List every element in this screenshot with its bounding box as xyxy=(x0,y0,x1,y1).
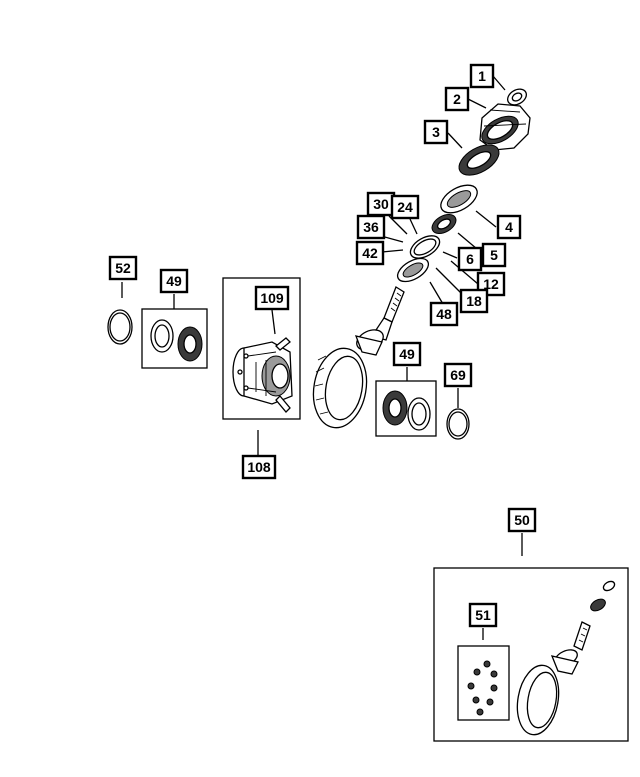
callout-48: 48 xyxy=(429,301,459,327)
callout-2-label: 2 xyxy=(453,91,461,107)
kit-frame-108 xyxy=(222,277,301,420)
callout-18-label: 18 xyxy=(466,293,482,309)
callout-42: 42 xyxy=(355,240,385,266)
callout-5: 5 xyxy=(481,242,507,268)
callout-18: 18 xyxy=(459,288,489,314)
callout-49-right-label: 49 xyxy=(399,346,415,362)
callout-109: 109 xyxy=(254,285,290,311)
callout-48-label: 48 xyxy=(436,306,452,322)
gear-kit-part xyxy=(516,580,616,736)
callout-52: 52 xyxy=(108,255,138,281)
side-bearing-left-part xyxy=(150,319,203,362)
callout-42-label: 42 xyxy=(362,245,378,261)
callout-6-label: 6 xyxy=(466,251,474,267)
side-bearing-right-part xyxy=(382,390,431,431)
callout-109-label: 109 xyxy=(260,290,284,306)
kit-frame-49-right xyxy=(375,380,437,437)
callout-69: 69 xyxy=(443,362,473,388)
callout-4: 4 xyxy=(496,214,522,240)
callout-36: 36 xyxy=(356,214,386,240)
outer-pinion-bearing-part xyxy=(440,184,478,214)
callout-3-label: 3 xyxy=(432,124,440,140)
callout-51-label: 51 xyxy=(475,607,491,623)
ring-gear-bolts-part xyxy=(467,660,498,716)
differential-case-part xyxy=(232,337,293,413)
shim-right-part xyxy=(446,408,470,440)
shim-left-part xyxy=(107,309,133,345)
inner-pinion-bearing-part xyxy=(396,257,430,283)
kit-frame-50 xyxy=(433,567,629,742)
callout-108-label: 108 xyxy=(247,459,271,475)
callout-24: 24 xyxy=(390,194,420,220)
companion-flange-part xyxy=(479,103,531,151)
callout-5-label: 5 xyxy=(490,247,498,263)
callout-49-left: 49 xyxy=(159,268,189,294)
callout-12-label: 12 xyxy=(483,276,499,292)
callout-50-label: 50 xyxy=(514,512,530,528)
callout-24-label: 24 xyxy=(397,199,413,215)
callout-108: 108 xyxy=(241,454,277,480)
pinion-seal-part xyxy=(458,144,500,176)
callout-51: 51 xyxy=(468,602,498,628)
callout-3: 3 xyxy=(423,119,449,145)
drive-pinion-part xyxy=(354,286,405,356)
callout-1: 1 xyxy=(469,63,495,89)
callout-1-label: 1 xyxy=(478,68,486,84)
callout-30: 30 xyxy=(366,191,396,217)
callout-4-label: 4 xyxy=(505,219,513,235)
callout-36-label: 36 xyxy=(363,219,379,235)
callout-30-label: 30 xyxy=(373,196,389,212)
callout-49-right: 49 xyxy=(392,341,422,367)
callout-49-left-label: 49 xyxy=(166,273,182,289)
kit-frame-51 xyxy=(457,645,510,721)
callout-2: 2 xyxy=(444,86,470,112)
bearing-cone-part xyxy=(431,214,457,234)
callout-50: 50 xyxy=(507,507,537,533)
pinion-nut-part xyxy=(507,88,527,106)
callout-52-label: 52 xyxy=(115,260,131,276)
callout-6: 6 xyxy=(457,246,483,272)
callout-69-label: 69 xyxy=(450,367,466,383)
ring-gear-part xyxy=(312,347,368,429)
spacer-ring-part xyxy=(409,235,441,259)
